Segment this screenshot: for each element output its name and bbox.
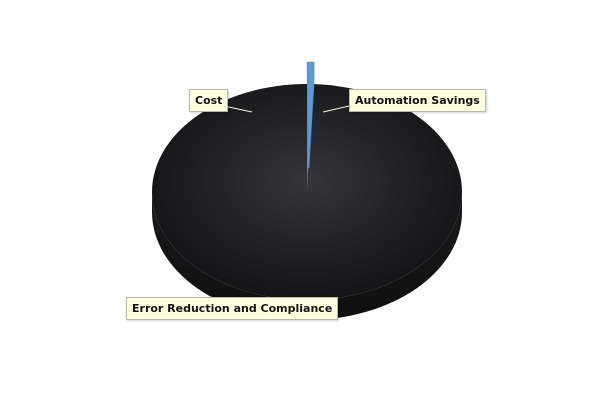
connector-line-automation-savings bbox=[322, 105, 350, 113]
slice-label-error-reduction-and-compliance: Error Reduction and Compliance bbox=[126, 297, 339, 320]
slice-cost-exploded bbox=[306, 61, 315, 169]
slice-label-automation-savings: Automation Savings bbox=[349, 89, 486, 112]
slice-label-cost: Cost bbox=[189, 89, 229, 112]
pie-side bbox=[152, 192, 462, 320]
pie-slices bbox=[306, 61, 315, 192]
connector-line-cost bbox=[223, 105, 253, 113]
